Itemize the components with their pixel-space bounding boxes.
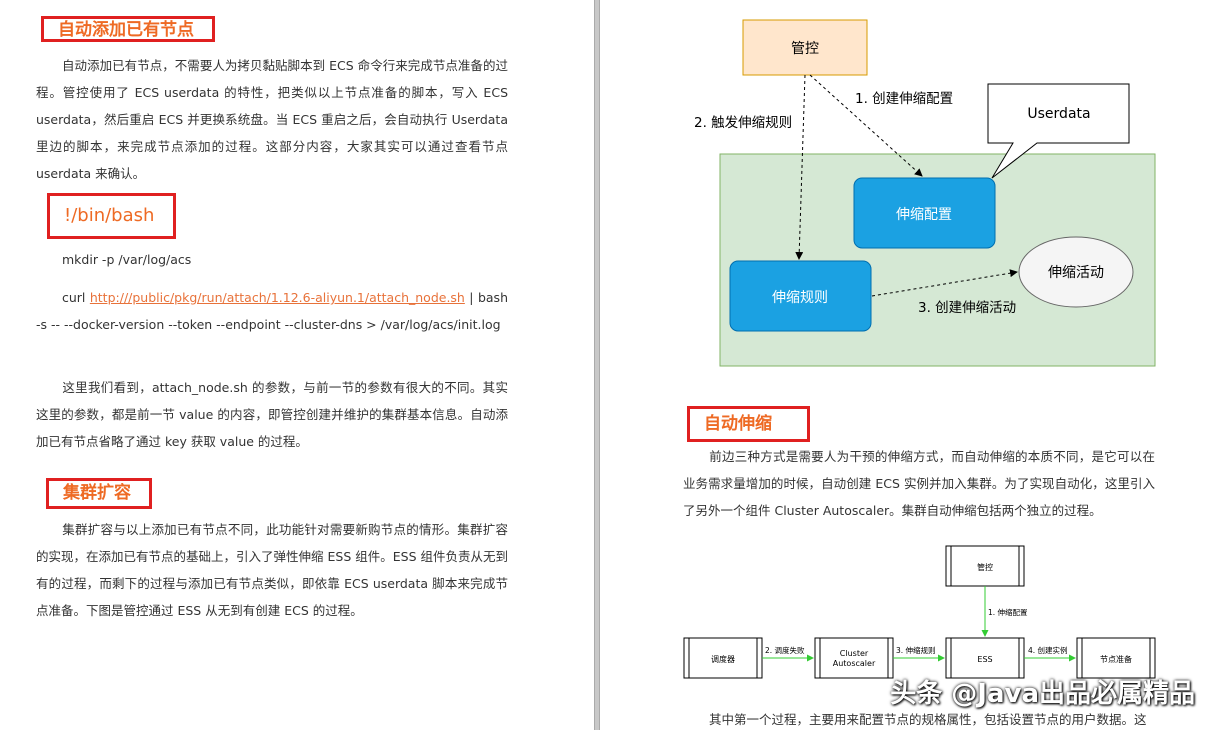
svg-text:调度器: 调度器 [711,654,735,664]
paragraph-first-process: 其中第一个过程，主要用来配置节点的规格属性，包括设置节点的用户数据。这 [709,712,1147,727]
scheduler-box: 调度器 [683,637,763,679]
watermark: 头条 @Java出品必属精品 [890,679,1195,709]
diagram-autoscaler-flow: 管控 调度器 Cluster Autoscaler ESS 节点准备 [683,545,1156,679]
userdata-callout: Userdata [987,83,1130,179]
ess-box: ESS [945,637,1025,679]
heading-auto-scaling: 自动伸缩 [687,406,810,442]
page-gutter [594,0,600,730]
paragraph-auto-scaling: 前边三种方式是需要人为干预的伸缩方式，而自动伸缩的本质不同，是它可以在业务需求量… [683,449,1155,518]
edge-create-config-label: 1. 创建伸缩配置 [855,91,953,107]
edge-trigger-rule-label: 2. 触发伸缩规则 [694,115,792,131]
scaling-rule-label: 伸缩规则 [772,290,828,306]
paragraph-attach-params: 这里我们看到，attach_node.sh 的参数，与前一节的参数有很大的不同。… [36,380,508,449]
edge-create-config [809,74,923,177]
userdata-label: Userdata [1027,106,1090,122]
control-box: 管控 [945,545,1025,587]
heading-auto-add-nodes: 自动添加已有节点 [41,16,215,42]
left-page: 自动添加已有节点 自动添加已有节点，不需要人为拷贝黏贴脚本到 ECS 命令行来完… [0,0,594,730]
scaling-rule-node [729,260,872,332]
right-page: 管控 Userdata 伸缩配置 伸缩规则 伸缩活动 1. 创建伸缩配置 2. … [600,0,1213,730]
edge-create-instance-label: 4. 创建实例 [1028,645,1068,655]
svg-text:ESS: ESS [977,655,992,664]
svg-text:节点准备: 节点准备 [1100,654,1132,664]
node-prep-box: 节点准备 [1076,637,1156,679]
scaling-config-label: 伸缩配置 [896,207,952,223]
paragraph-auto-add-nodes: 自动添加已有节点，不需要人为拷贝黏贴脚本到 ECS 命令行来完成节点准备的过程。… [36,58,508,181]
svg-text:管控: 管控 [977,562,993,572]
diagram-scaling-flow: 管控 Userdata 伸缩配置 伸缩规则 伸缩活动 1. 创建伸缩配置 2. … [694,19,1156,367]
svg-text:Autoscaler: Autoscaler [833,659,876,668]
heading-cluster-scale-out: 集群扩容 [46,478,152,509]
control-label: 管控 [791,41,819,57]
scaling-activity-label: 伸缩活动 [1048,265,1104,281]
edge-configure-label: 1. 伸缩配置 [988,607,1028,617]
scaling-activity-node [1018,236,1134,308]
code-line-curl: curl http:///public/pkg/run/attach/1.12.… [36,290,508,332]
edge-scaling-rule-label: 3. 伸缩规则 [896,645,936,655]
paragraph-cluster-scale-out: 集群扩容与以上添加已有节点不同，此功能针对需要新购节点的情形。集群扩容的实现，在… [36,522,508,618]
svg-text:Cluster: Cluster [840,649,869,658]
heading-bin-bash: !/bin/bash [47,193,176,239]
edge-schedule-fail-label: 2. 调度失败 [765,645,805,655]
edge-create-activity-label: 3. 创建伸缩活动 [918,300,1016,316]
edge-create-activity [871,269,1018,297]
scaling-config-node [853,177,996,249]
attach-node-script-link[interactable]: http:///public/pkg/run/attach/1.12.6-ali… [89,290,465,305]
code-line-mkdir: mkdir -p /var/log/acs [62,252,192,267]
cluster-autoscaler-box: Cluster Autoscaler [814,637,894,679]
edge-trigger-rule [795,74,806,260]
control-node [742,19,868,76]
